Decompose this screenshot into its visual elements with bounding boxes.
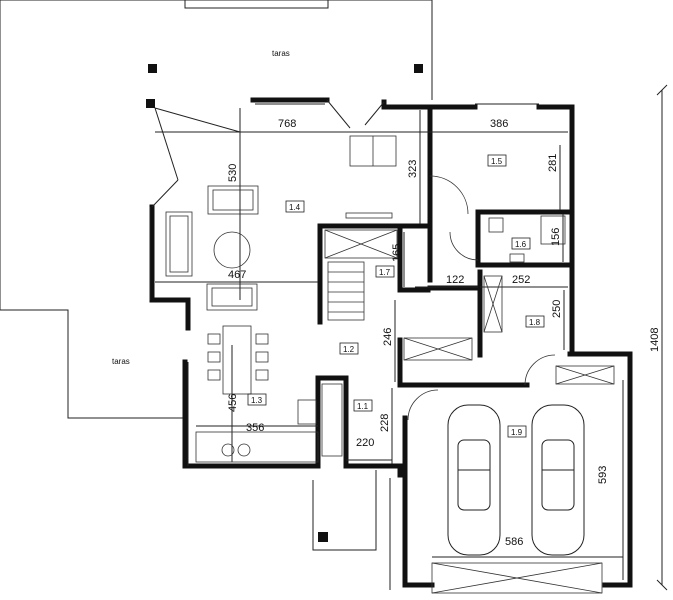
dimension-323: 323 [407,160,419,178]
dimension-250: 250 [551,300,563,318]
walls [149,97,633,588]
room-label-1-8: 1.8 [529,318,541,327]
dimension-252: 252 [512,274,530,286]
dimension-122: 122 [446,274,464,286]
room-label-1-9: 1.9 [511,428,523,437]
terrace-label-left: taras [112,357,130,366]
dimension-1408: 1408 [649,328,661,352]
thin-lines [149,84,668,591]
dimension-156: 156 [550,228,562,246]
room-label-1-1: 1.1 [357,402,369,411]
room-label-1-7: 1.7 [379,268,391,277]
dimension-220: 220 [356,437,374,449]
room-label-1-4: 1.4 [289,203,301,212]
room-label-1-2: 1.2 [343,345,355,354]
room-label-1-3: 1.3 [251,396,263,405]
room-boxes [247,154,545,438]
room-label-1-6: 1.6 [515,240,527,249]
car-right [531,404,585,556]
car-left [447,404,501,556]
terrace-posts [146,64,423,542]
dimension-386: 386 [490,118,508,130]
dimension-586: 586 [505,536,523,548]
dimension-228: 228 [379,414,391,432]
room-label-1-5: 1.5 [491,157,503,166]
dimension-281: 281 [547,154,559,172]
dimension-593: 593 [597,466,609,484]
dimension-768: 768 [278,118,296,130]
dimension-467: 467 [228,269,246,281]
dimension-530: 530 [227,164,239,182]
terrace-label-top: taras [272,49,290,58]
terrace-outline [0,0,433,590]
furniture [165,135,615,594]
dimension-165: 165 [391,244,403,262]
dimension-246: 246 [382,328,394,346]
dimension-456: 456 [227,394,239,412]
dimension-356: 356 [246,422,264,434]
